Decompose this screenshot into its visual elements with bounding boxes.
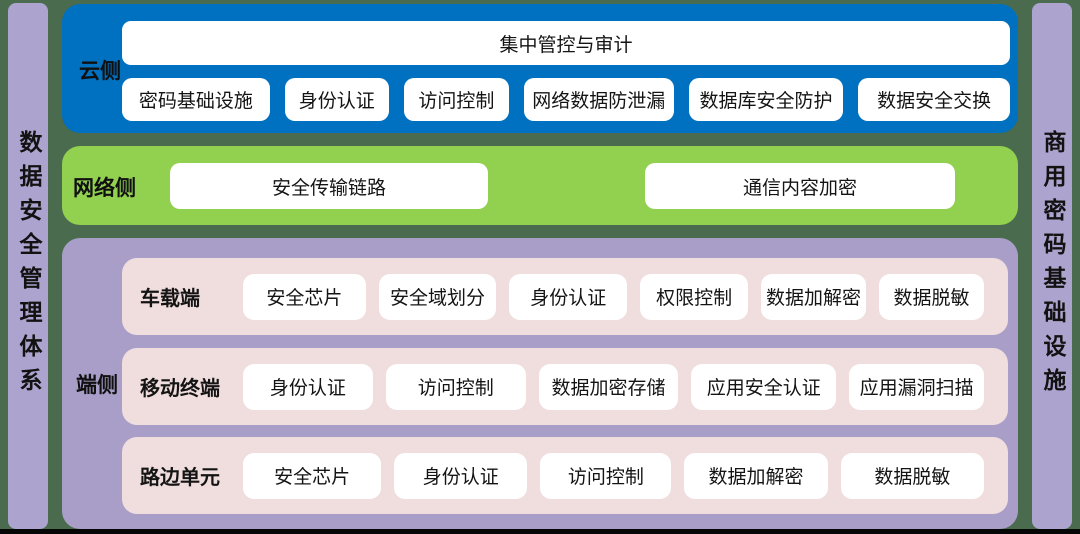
mobile-item: 访问控制	[385, 363, 526, 410]
cloud-item: 访问控制	[403, 78, 509, 121]
device-section: 端侧 车载端 安全芯片 安全域划分 身份认证 权限控制 数据加解密 数据脱敏 移…	[62, 238, 1018, 529]
vehicle-item: 安全芯片	[243, 273, 366, 320]
roadside-item: 数据脱敏	[840, 452, 984, 499]
roadside-item: 访问控制	[540, 452, 672, 499]
cloud-section: 云侧 集中管控与审计 密码基础设施 身份认证 访问控制 网络数据防泄漏 数据库安…	[62, 4, 1018, 133]
mobile-item: 身份认证	[243, 363, 373, 410]
vehicle-item: 数据加解密	[761, 273, 867, 320]
vehicle-row-label: 车载端	[140, 286, 200, 310]
network-section: 网络侧 安全传输链路 通信内容加密	[62, 146, 1018, 225]
cloud-item: 密码基础设施	[122, 78, 270, 121]
left-title-text: 数据安全管理体系	[15, 130, 41, 402]
mobile-row-label: 移动终端	[140, 376, 220, 400]
vehicle-item: 权限控制	[640, 273, 749, 320]
vehicle-row: 车载端 安全芯片 安全域划分 身份认证 权限控制 数据加解密 数据脱敏	[122, 258, 1008, 335]
vehicle-item: 安全域划分	[378, 273, 497, 320]
right-title-text: 商用密码基础设施	[1039, 130, 1065, 402]
cloud-item: 数据安全交换	[858, 78, 1011, 121]
roadside-item: 安全芯片	[243, 452, 382, 499]
mobile-item: 应用安全认证	[691, 363, 837, 410]
cloud-top-bar: 集中管控与审计	[122, 21, 1010, 65]
mobile-item: 数据加密存储	[538, 363, 679, 410]
vehicle-item: 数据脱敏	[879, 273, 984, 320]
right-title-bar: 商用密码基础设施	[1032, 3, 1072, 529]
roadside-item: 数据加解密	[684, 452, 828, 499]
cloud-item: 数据库安全防护	[688, 78, 844, 121]
roadside-row: 路边单元 安全芯片 身份认证 访问控制 数据加解密 数据脱敏	[122, 437, 1008, 514]
cloud-section-label: 云侧	[79, 59, 121, 83]
roadside-row-label: 路边单元	[140, 465, 220, 489]
network-item: 安全传输链路	[170, 163, 488, 209]
mobile-item: 应用漏洞扫描	[849, 363, 984, 410]
vehicle-item: 身份认证	[509, 273, 628, 320]
cloud-items-row: 密码基础设施 身份认证 访问控制 网络数据防泄漏 数据库安全防护 数据安全交换	[122, 78, 1011, 121]
cloud-item: 身份认证	[284, 78, 389, 121]
left-title-bar: 数据安全管理体系	[8, 3, 48, 529]
roadside-item: 身份认证	[394, 452, 528, 499]
cloud-item: 网络数据防泄漏	[523, 78, 674, 121]
network-item: 通信内容加密	[645, 163, 955, 209]
bottom-edge-strip	[0, 529, 1080, 534]
network-section-label: 网络侧	[73, 176, 136, 200]
device-section-label: 端侧	[76, 373, 118, 397]
mobile-row: 移动终端 身份认证 访问控制 数据加密存储 应用安全认证 应用漏洞扫描	[122, 348, 1008, 425]
